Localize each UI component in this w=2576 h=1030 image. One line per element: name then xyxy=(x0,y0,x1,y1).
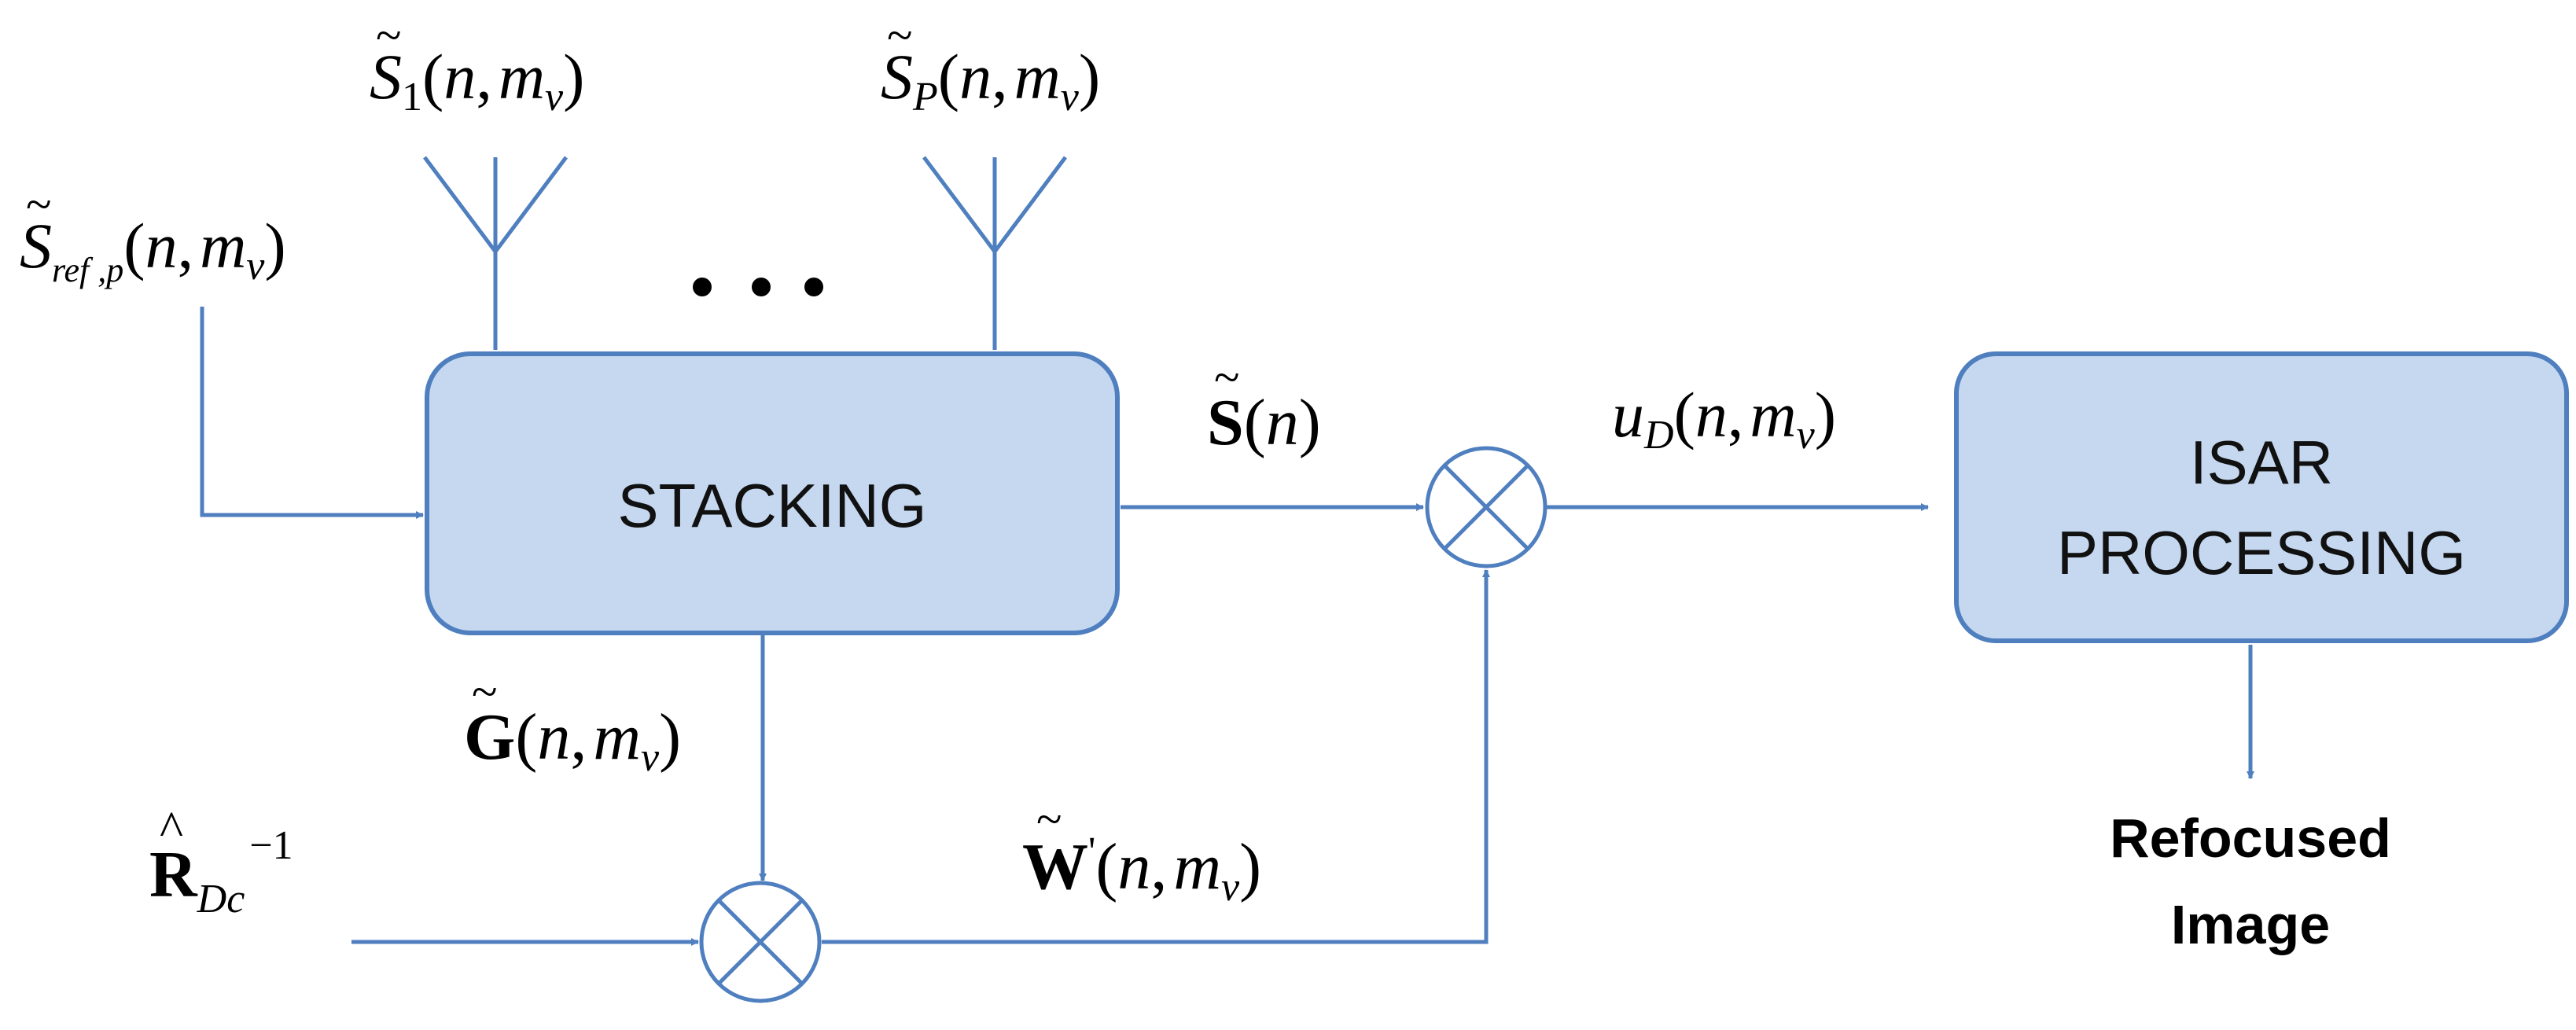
stacking-block: STACKING xyxy=(425,351,1120,635)
svg-text:SP(n,mν): SP(n,mν) xyxy=(881,41,1100,120)
antenna-1-signal-label: S1(n,mν) ~ xyxy=(370,9,584,120)
steering-vector-label: G(n,mν) ~ xyxy=(464,666,681,780)
reference-signal-label: Sref ,p(n,mν) ~ xyxy=(20,178,286,289)
refocused-image-label: Refocused Image xyxy=(2110,807,2391,955)
multiplier-top xyxy=(1425,446,1547,568)
stacked-vector-label: S(n) ~ xyxy=(1207,351,1321,459)
inverse-covariance-label: RDc−1 ^ xyxy=(149,800,293,921)
output-line1: Refocused xyxy=(2110,807,2391,869)
ellipsis-dots xyxy=(693,278,823,296)
antenna-1 xyxy=(423,156,568,350)
svg-text:RDc−1: RDc−1 xyxy=(149,823,293,921)
svg-text:uD(n,mν): uD(n,mν) xyxy=(1612,379,1836,458)
reference-input-wire xyxy=(200,307,424,519)
antenna-p-signal-label: SP(n,mν) ~ xyxy=(881,9,1100,120)
svg-text:~: ~ xyxy=(376,9,401,61)
svg-text:~: ~ xyxy=(472,666,497,718)
stacking-label: STACKING xyxy=(618,471,927,540)
svg-text:~: ~ xyxy=(887,9,912,61)
svg-text:S(n): S(n) xyxy=(1207,386,1321,459)
svg-text:~: ~ xyxy=(1214,351,1239,403)
weight-vector-label: W'(n,mν) ~ xyxy=(1022,793,1261,910)
svg-text:~: ~ xyxy=(1036,793,1062,845)
output-line2: Image xyxy=(2171,894,2330,955)
isar-label-line2: PROCESSING xyxy=(2057,518,2466,587)
demodulated-signal-label: uD(n,mν) xyxy=(1612,379,1836,458)
weight-vector-wire xyxy=(822,569,1490,944)
svg-text:W'(n,mν): W'(n,mν) xyxy=(1022,830,1261,910)
svg-text:Sref ,p(n,mν): Sref ,p(n,mν) xyxy=(20,210,286,289)
svg-text:G(n,mν): G(n,mν) xyxy=(464,701,681,780)
svg-text:^: ^ xyxy=(160,800,183,856)
svg-text:~: ~ xyxy=(26,178,51,230)
antenna-p xyxy=(922,156,1067,350)
svg-text:S1(n,mν): S1(n,mν) xyxy=(370,41,584,120)
isar-processing-block: ISAR PROCESSING xyxy=(1954,351,2569,643)
multiplier-bottom xyxy=(699,881,822,1003)
isar-label-line1: ISAR xyxy=(2190,428,2333,497)
